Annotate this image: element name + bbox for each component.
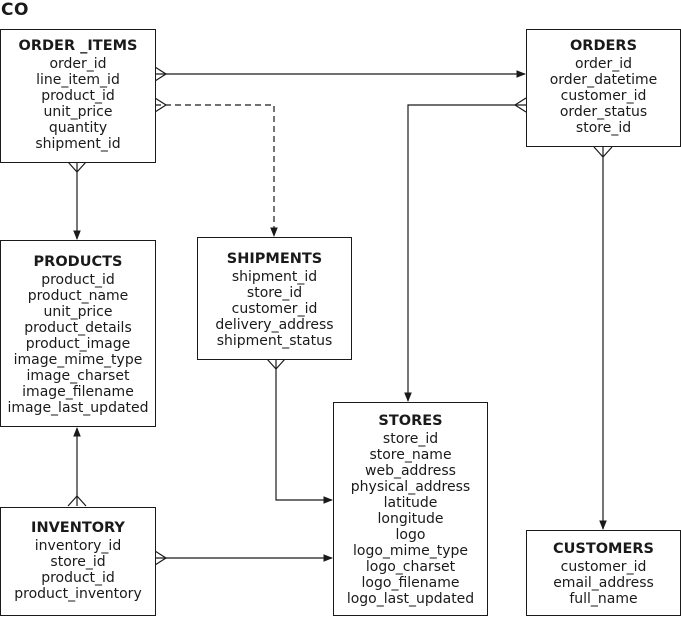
entity-attribute: store_id [50,554,106,570]
entity-attribute: order_id [49,56,107,72]
rel-orders-to-stores [404,97,527,402]
entity-attribute: image_charset [26,368,130,384]
rel-inventory-to-stores [154,550,333,566]
entity-attribute: inventory_id [34,538,122,554]
entity-attribute: order_id [574,56,633,72]
entity-attribute: shipment_id [231,269,318,285]
entity-title: ORDER _ITEMS [18,38,138,54]
rel-order-items-to-orders [154,66,526,82]
entity-attribute: longitude [377,511,444,527]
entity-attribute: product_inventory [14,586,142,602]
rel-shipments-to-stores [266,358,333,504]
entity-title: PRODUCTS [33,254,123,270]
entity-attribute: product_image [25,336,131,352]
entity-attribute: shipment_status [216,333,333,349]
entity-attribute: logo_mime_type [353,543,468,559]
entity-attribute: logo_filename [361,575,460,591]
entity-attribute: store_id [246,285,303,301]
rel-order-items-to-products [67,161,87,240]
entity-attribute: store_id [575,120,632,136]
entity-title: INVENTORY [31,520,125,536]
entity-attribute: product_id [41,88,115,104]
entity-attribute: logo [395,527,426,543]
entity-attribute: quantity [48,120,108,136]
entity-attribute: customer_id [560,559,647,575]
entity-attribute: line_item_id [36,72,120,88]
entity-attribute: store_id [382,431,439,447]
entity-attribute: order_status [559,104,648,120]
rel-orders-to-customers [593,146,613,530]
entity-attribute: order_datetime [549,72,658,88]
entity-title: STORES [378,413,443,429]
entity-attribute: store_name [369,447,452,463]
entity-attribute: image_filename [22,384,134,400]
entity-attribute: latitude [383,495,438,511]
entity-attribute: physical_address [350,479,471,495]
entity-attribute: product_id [41,570,115,586]
entity-attribute: image_last_updated [7,400,149,416]
entity-attribute: shipment_id [35,136,121,152]
entity-attribute: web_address [365,463,456,479]
entity-attribute: full_name [569,591,638,607]
entity-attribute: customer_id [560,88,647,104]
schema-name: CO [1,0,29,20]
entity-title: CUSTOMERS [552,541,655,557]
rel-order-items-to-shipments [154,97,278,237]
entity-attribute: customer_id [231,301,318,317]
rel-inventory-to-products [67,427,87,507]
entity-attribute: image_mime_type [13,352,143,368]
entity-title: ORDERS [569,38,638,54]
entity-attribute: product_details [24,320,132,336]
entity-attribute: unit_price [43,104,113,120]
entity-attribute: product_id [41,272,115,288]
entity-attribute: unit_price [43,304,113,320]
entity-attribute: logo_last_updated [346,591,475,607]
entity-attribute: product_name [27,288,129,304]
entity-attribute: delivery_address [215,317,334,333]
entity-title: SHIPMENTS [226,251,323,267]
entity-attribute: logo_charset [365,559,456,575]
entity-attribute: email_address [553,575,654,591]
